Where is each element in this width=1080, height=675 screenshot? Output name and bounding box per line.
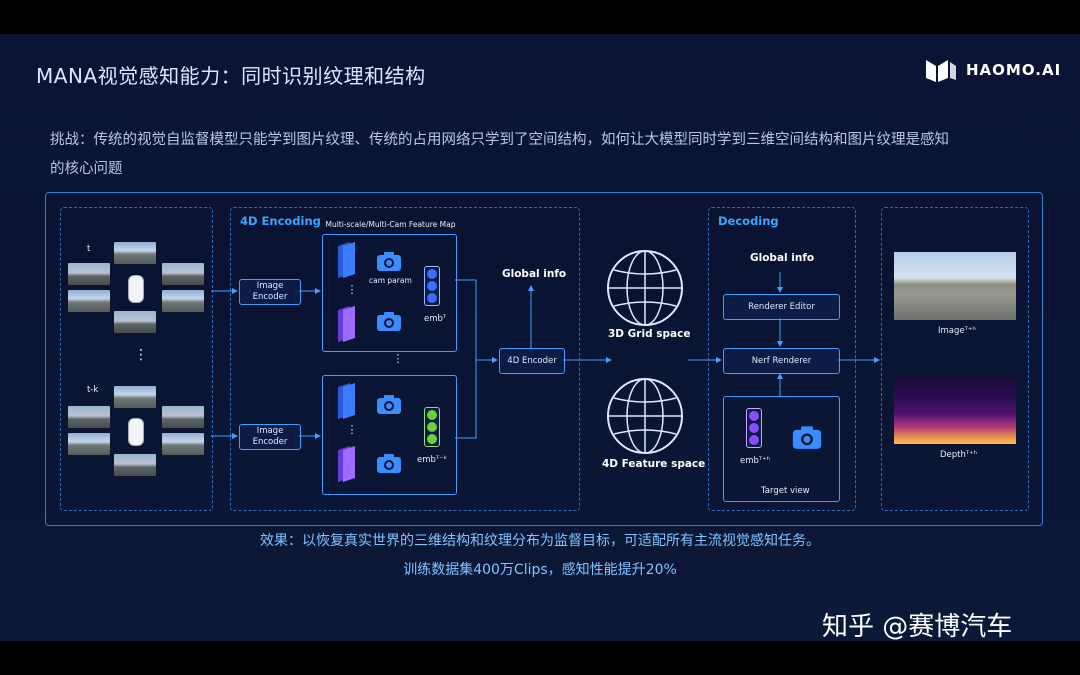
output-image-label: Imageᵀ⁺ʰ bbox=[938, 326, 976, 336]
camera-icon bbox=[377, 454, 401, 473]
result-line-2: 训练数据集400万Clips，感知性能提升20% bbox=[403, 562, 677, 578]
camera-icon bbox=[377, 312, 401, 331]
global-info-encoding: Global info bbox=[502, 268, 567, 280]
image-encoder-bottom: Image Encoder bbox=[239, 424, 301, 450]
feature-stack-purple-top bbox=[338, 306, 355, 342]
time-label-tk: t-k bbox=[87, 385, 99, 395]
target-view-label: Target view bbox=[761, 486, 810, 496]
emb-target-label: embᵀ⁺ʰ bbox=[740, 456, 771, 466]
feature-map-box-top bbox=[322, 234, 457, 352]
feature-map-title: Multi-scale/Multi-Cam Feature Map bbox=[325, 220, 456, 229]
output-section bbox=[881, 207, 1029, 511]
between-box-dots: ⋮ bbox=[392, 352, 404, 365]
embedding-top bbox=[424, 266, 440, 306]
output-depth bbox=[894, 376, 1016, 444]
feature-dots-top: ⋮ bbox=[346, 283, 358, 296]
grid-3d-globe-icon bbox=[607, 250, 683, 326]
feature-4d-globe-icon bbox=[607, 378, 683, 454]
image-encoder-top: Image Encoder bbox=[239, 279, 301, 305]
input-section bbox=[60, 207, 213, 511]
embedding-target bbox=[746, 408, 762, 448]
renderer-editor: Renderer Editor bbox=[723, 294, 840, 320]
cam-param-label: cam param bbox=[369, 276, 412, 285]
feature-map-box-bottom bbox=[322, 375, 457, 495]
challenge-line-2: 的核心问题 bbox=[50, 161, 123, 177]
logo-text: HAOMO.AI bbox=[966, 61, 1062, 79]
haomo-logo-icon bbox=[926, 60, 956, 82]
feature-4d-label: 4D Feature space bbox=[602, 458, 706, 470]
emb-bottom-label: embᵀ⁻ᵏ bbox=[417, 455, 448, 465]
slide: MANA视觉感知能力：同时识别纹理和结构 HAOMO.AI 挑战：传统的视觉自监… bbox=[0, 34, 1080, 641]
output-depth-label: Depthᵀ⁺ʰ bbox=[940, 450, 978, 460]
watermark: 知乎 @赛博汽车 bbox=[822, 612, 1013, 642]
time-label-t: t bbox=[87, 244, 91, 254]
grid-3d-label: 3D Grid space bbox=[608, 328, 691, 340]
architecture-diagram bbox=[45, 192, 1043, 526]
camera-icon bbox=[792, 426, 822, 449]
feature-stack-purple-bottom bbox=[338, 446, 355, 482]
target-view-box bbox=[723, 396, 840, 502]
decoding-title: Decoding bbox=[718, 214, 779, 228]
connector-arrows bbox=[211, 272, 880, 439]
slide-title: MANA视觉感知能力：同时识别纹理和结构 bbox=[36, 64, 426, 88]
challenge-text: 挑战：传统的视觉自监督模型只能学到图片纹理、传统的占用网络只学到了空间结构，如何… bbox=[50, 126, 1040, 184]
feature-stack-blue-bottom bbox=[338, 383, 355, 419]
encoding-title: 4D Encoding bbox=[240, 214, 321, 228]
embedding-bottom bbox=[424, 407, 440, 447]
feature-stack-blue-top bbox=[338, 242, 355, 278]
ego-car-icon bbox=[128, 418, 144, 446]
feature-dots-bottom: ⋮ bbox=[346, 423, 358, 436]
ego-car-icon bbox=[128, 275, 144, 303]
haomo-logo: HAOMO.AI bbox=[924, 56, 1061, 84]
global-info-decoding: Global info bbox=[750, 252, 815, 264]
camera-icon bbox=[377, 252, 401, 271]
emb-top-label: embᵀ bbox=[424, 314, 447, 324]
camera-icon bbox=[377, 395, 401, 414]
challenge-line-1: 挑战：传统的视觉自监督模型只能学到图片纹理、传统的占用网络只学到了空间结构，如何… bbox=[50, 132, 949, 148]
encoder-4d: 4D Encoder bbox=[499, 348, 565, 374]
result-line-1: 效果：以恢复真实世界的三维结构和纹理分布为监督目标，可适配所有主流视觉感知任务。 bbox=[260, 533, 820, 549]
output-image bbox=[894, 252, 1016, 320]
encoding-section bbox=[230, 207, 580, 511]
decoding-section bbox=[708, 207, 856, 511]
